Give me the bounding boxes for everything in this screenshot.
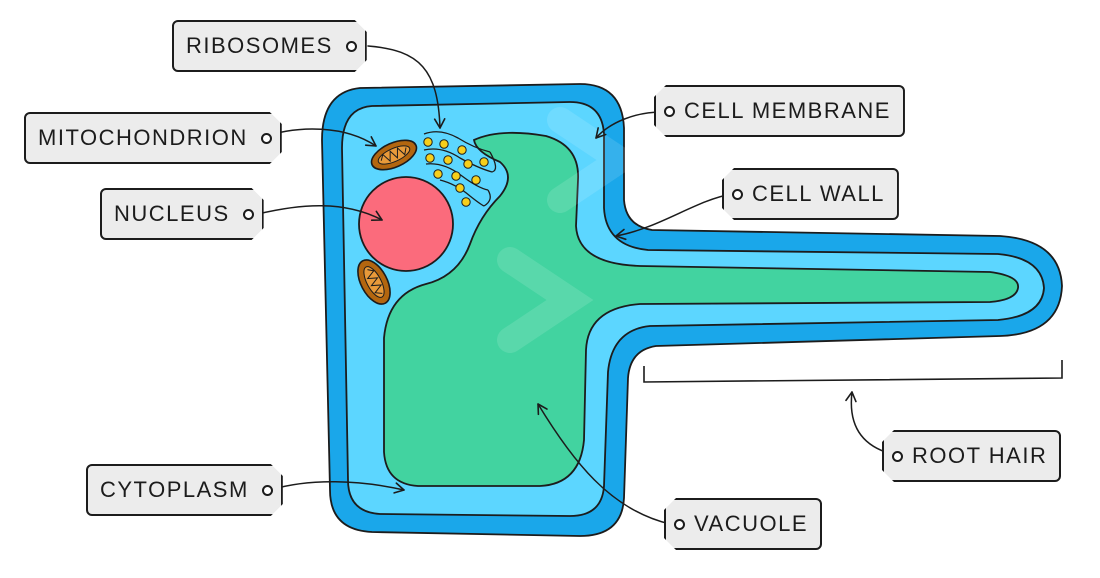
tag-hole-icon [243, 209, 254, 220]
nucleus-leader [257, 205, 383, 222]
cytoplasm-label: CYTOPLASM [100, 477, 249, 502]
cell-membrane-label: CELL MEMBRANE [684, 98, 891, 123]
tag-hole-icon [262, 485, 273, 496]
tag-hole-icon [261, 133, 272, 144]
vacuole-tag: VACUOLE [664, 498, 822, 550]
nucleus-label: NUCLEUS [114, 201, 230, 226]
cytoplasm-tag: CYTOPLASM [86, 464, 283, 516]
ribosomes-tag: RIBOSOMES [172, 20, 367, 72]
ribosomes-label: RIBOSOMES [186, 33, 333, 58]
mitochondrion-shape-lower [357, 259, 391, 305]
tag-hole-icon [892, 451, 903, 462]
vacuole-leader [537, 403, 671, 525]
tag-hole-icon [674, 519, 685, 530]
cell-wall-leader [615, 193, 733, 241]
root-hair-label: ROOT HAIR [912, 443, 1048, 468]
root-hair-tag: ROOT HAIR [882, 430, 1061, 482]
vacuole-label: VACUOLE [694, 511, 809, 536]
mitochondrion-label: MITOCHONDRION [38, 125, 248, 150]
ribosome-cluster [423, 131, 497, 207]
mitochondrion-shape-upper [370, 139, 418, 171]
nucleus-shape [358, 176, 454, 272]
ribosomes-leader [367, 45, 446, 129]
cell-wall-tag: CELL WALL [722, 168, 899, 220]
vacuole-shape [383, 131, 1019, 487]
root-hair-bracket [643, 360, 1063, 383]
mitochondrion-tag: MITOCHONDRION [24, 112, 282, 164]
tag-hole-icon [732, 189, 743, 200]
cell-wall-label: CELL WALL [752, 181, 885, 206]
tag-hole-icon [346, 41, 357, 52]
tag-hole-icon [664, 106, 675, 117]
cytoplasm-leader [269, 481, 405, 494]
nucleus-tag: NUCLEUS [100, 188, 264, 240]
cell-membrane-tag: CELL MEMBRANE [654, 85, 905, 137]
